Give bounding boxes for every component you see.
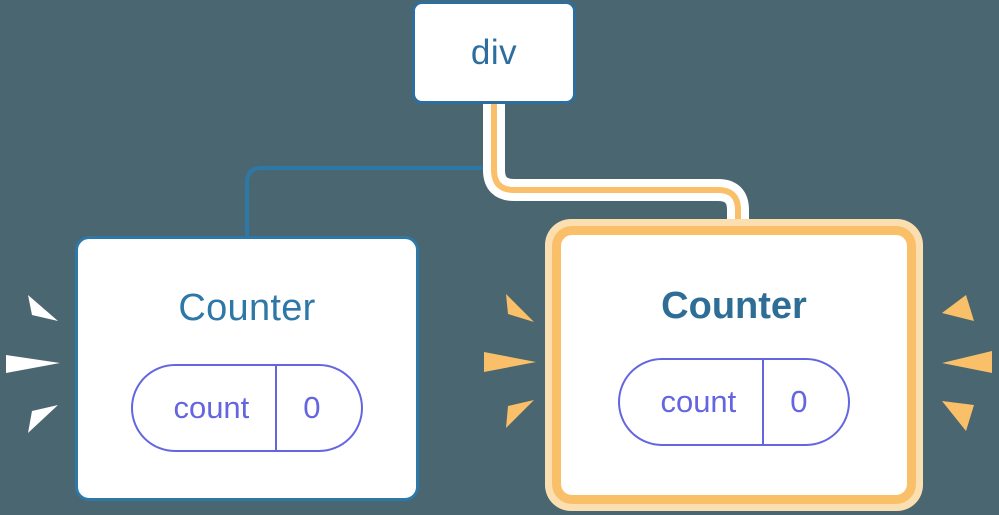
prop-name-left: count — [173, 390, 250, 425]
node-counter-left[interactable]: Counter count 0 — [75, 236, 419, 501]
prop-pill-left: count 0 — [131, 364, 363, 452]
edge-div-to-counter-right — [491, 104, 741, 248]
prop-pill-right: count 0 — [618, 358, 850, 446]
prop-name-right: count — [660, 384, 737, 419]
prop-pill-divider — [762, 360, 765, 444]
node-counter-left-title: Counter — [178, 287, 316, 329]
node-counter-right-title: Counter — [661, 285, 807, 327]
node-counter-right-highlight-ring: Counter count 0 — [552, 226, 916, 504]
node-counter-right-highlight-halo: Counter count 0 — [545, 219, 923, 511]
node-counter-right[interactable]: Counter count 0 — [569, 243, 899, 487]
node-div-label: div — [470, 32, 518, 72]
node-div[interactable]: div — [412, 1, 576, 104]
edge-div-to-counter-left — [245, 102, 496, 240]
prop-value-right: 0 — [790, 384, 808, 419]
prop-pill-divider — [275, 366, 278, 450]
prop-value-left: 0 — [303, 390, 321, 425]
